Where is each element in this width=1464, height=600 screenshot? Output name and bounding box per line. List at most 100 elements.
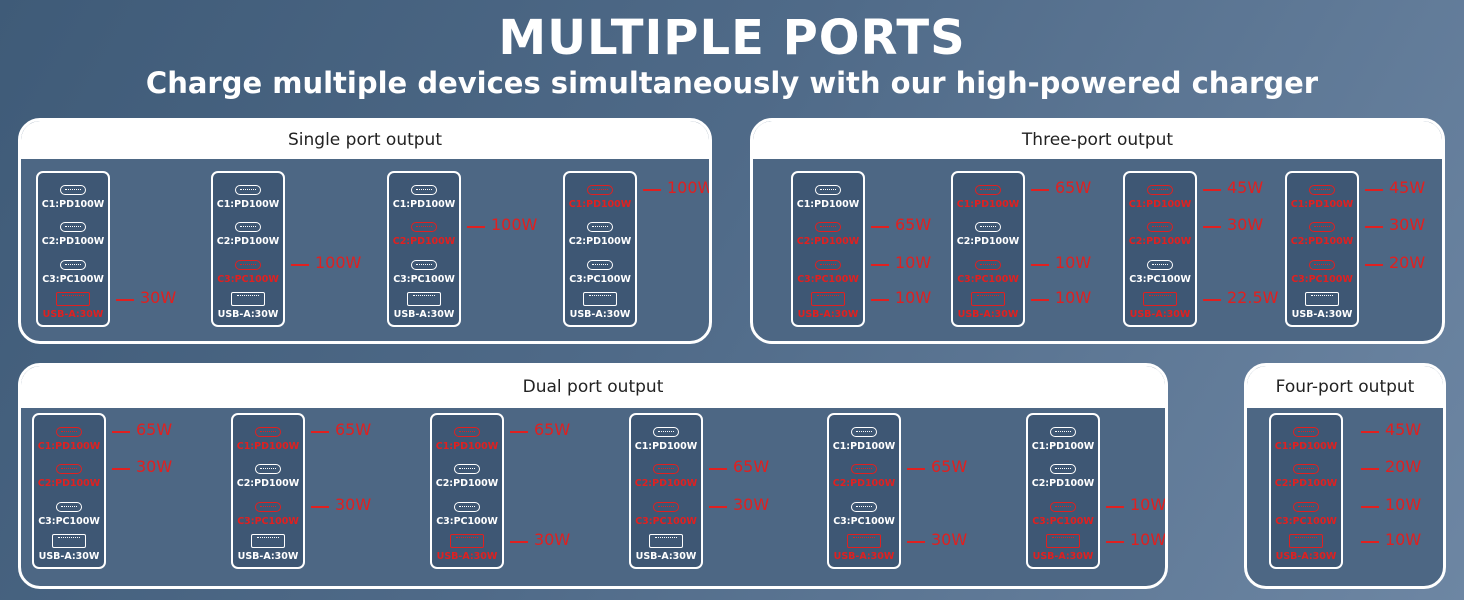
port-label: USB-A:30W (957, 309, 1019, 320)
port-label: C2:PD100W (568, 236, 632, 247)
usb-c-icon (1147, 185, 1173, 195)
usb-c-port: C2:PD100W (565, 217, 635, 253)
usb-c-icon (1309, 260, 1335, 270)
port-label: C1:PD100W (568, 199, 632, 210)
usb-c-port: C2:PD100W (953, 217, 1023, 253)
arrow-dash (311, 506, 329, 508)
port-label: C1:PD100W (832, 441, 896, 452)
usb-c-icon (454, 427, 480, 437)
arrow-dash (311, 431, 329, 433)
usb-c-port: C1:PD100W (1287, 180, 1357, 216)
port-label: C1:PD100W (1031, 441, 1095, 452)
usb-a-icon (971, 292, 1005, 306)
port-label: C1:PD100W (236, 441, 300, 452)
usb-c-icon (815, 222, 841, 232)
usb-c-port: C1:PD100W (233, 422, 303, 458)
usb-a-icon (251, 534, 285, 548)
arrow-dash (1365, 264, 1383, 266)
arrow-dash (510, 541, 528, 543)
wattage-value: 100W (667, 178, 712, 197)
usb-c-icon (653, 502, 679, 512)
usb-c-icon (60, 260, 86, 270)
usb-a-port: USB-A:30W (1125, 290, 1195, 326)
usb-c-icon (975, 185, 1001, 195)
arrow-dash (871, 226, 889, 228)
port-label: C2:PD100W (1031, 478, 1095, 489)
usb-c-icon (975, 222, 1001, 232)
port-label: C2:PD100W (1128, 236, 1192, 247)
port-label: C2:PD100W (435, 478, 499, 489)
usb-c-icon (235, 185, 261, 195)
port-label: USB-A:30W (1129, 309, 1191, 320)
usb-c-port: C1:PD100W (953, 180, 1023, 216)
port-label: C1:PD100W (956, 199, 1020, 210)
wattage-value: 30W (931, 530, 968, 549)
port-label: USB-A:30W (1275, 551, 1337, 562)
usb-c-port: C2:PD100W (1028, 459, 1098, 495)
usb-c-port: C3:PC100W (432, 497, 502, 533)
usb-c-port: C1:PD100W (1271, 422, 1341, 458)
panel-title: Single port output (21, 121, 709, 159)
usb-c-icon (1147, 260, 1173, 270)
wattage-value: 10W (1130, 495, 1167, 514)
port-label: C3:PC100W (436, 516, 498, 527)
port-label: USB-A:30W (42, 309, 104, 320)
usb-c-icon (1309, 185, 1335, 195)
usb-c-port: C2:PD100W (631, 459, 701, 495)
wattage-value: 30W (136, 457, 173, 476)
port-label: C3:PC100W (393, 274, 455, 285)
usb-c-icon (56, 464, 82, 474)
usb-c-icon (56, 427, 82, 437)
usb-c-icon (587, 222, 613, 232)
usb-a-port: USB-A:30W (34, 532, 104, 568)
usb-a-port: USB-A:30W (829, 532, 899, 568)
usb-a-port: USB-A:30W (953, 290, 1023, 326)
usb-c-port: C2:PD100W (1287, 217, 1357, 253)
wattage-value: 65W (895, 215, 932, 234)
port-label: USB-A:30W (569, 309, 631, 320)
usb-c-icon (60, 222, 86, 232)
port-label: C3:PC100W (1275, 516, 1337, 527)
wattage-value: 22.5W (1227, 288, 1279, 307)
usb-c-icon (1293, 464, 1319, 474)
usb-c-icon (1050, 427, 1076, 437)
wattage-value: 10W (1055, 288, 1092, 307)
arrow-dash (1365, 226, 1383, 228)
port-label: C1:PD100W (1274, 441, 1338, 452)
port-label: C1:PD100W (216, 199, 280, 210)
arrow-dash (871, 264, 889, 266)
port-label: C1:PD100W (41, 199, 105, 210)
usb-c-icon (815, 260, 841, 270)
port-label: C1:PD100W (1128, 199, 1192, 210)
usb-c-port: C2:PD100W (432, 459, 502, 495)
usb-c-icon (653, 427, 679, 437)
port-label: USB-A:30W (436, 551, 498, 562)
port-label: C2:PD100W (796, 236, 860, 247)
arrow-dash (116, 299, 134, 301)
port-label: USB-A:30W (237, 551, 299, 562)
port-label: C2:PD100W (832, 478, 896, 489)
arrow-dash (907, 468, 925, 470)
arrow-dash (291, 264, 309, 266)
usb-c-icon (454, 464, 480, 474)
usb-a-icon (407, 292, 441, 306)
usb-c-port: C1:PD100W (793, 180, 863, 216)
port-label: C3:PC100W (42, 274, 104, 285)
usb-c-icon (851, 502, 877, 512)
panel-title: Dual port output (21, 366, 1165, 408)
usb-a-icon (583, 292, 617, 306)
port-label: C2:PD100W (236, 478, 300, 489)
usb-a-icon (847, 534, 881, 548)
usb-c-icon (1293, 502, 1319, 512)
usb-c-port: C1:PD100W (631, 422, 701, 458)
usb-a-port: USB-A:30W (213, 290, 283, 326)
usb-a-icon (56, 292, 90, 306)
